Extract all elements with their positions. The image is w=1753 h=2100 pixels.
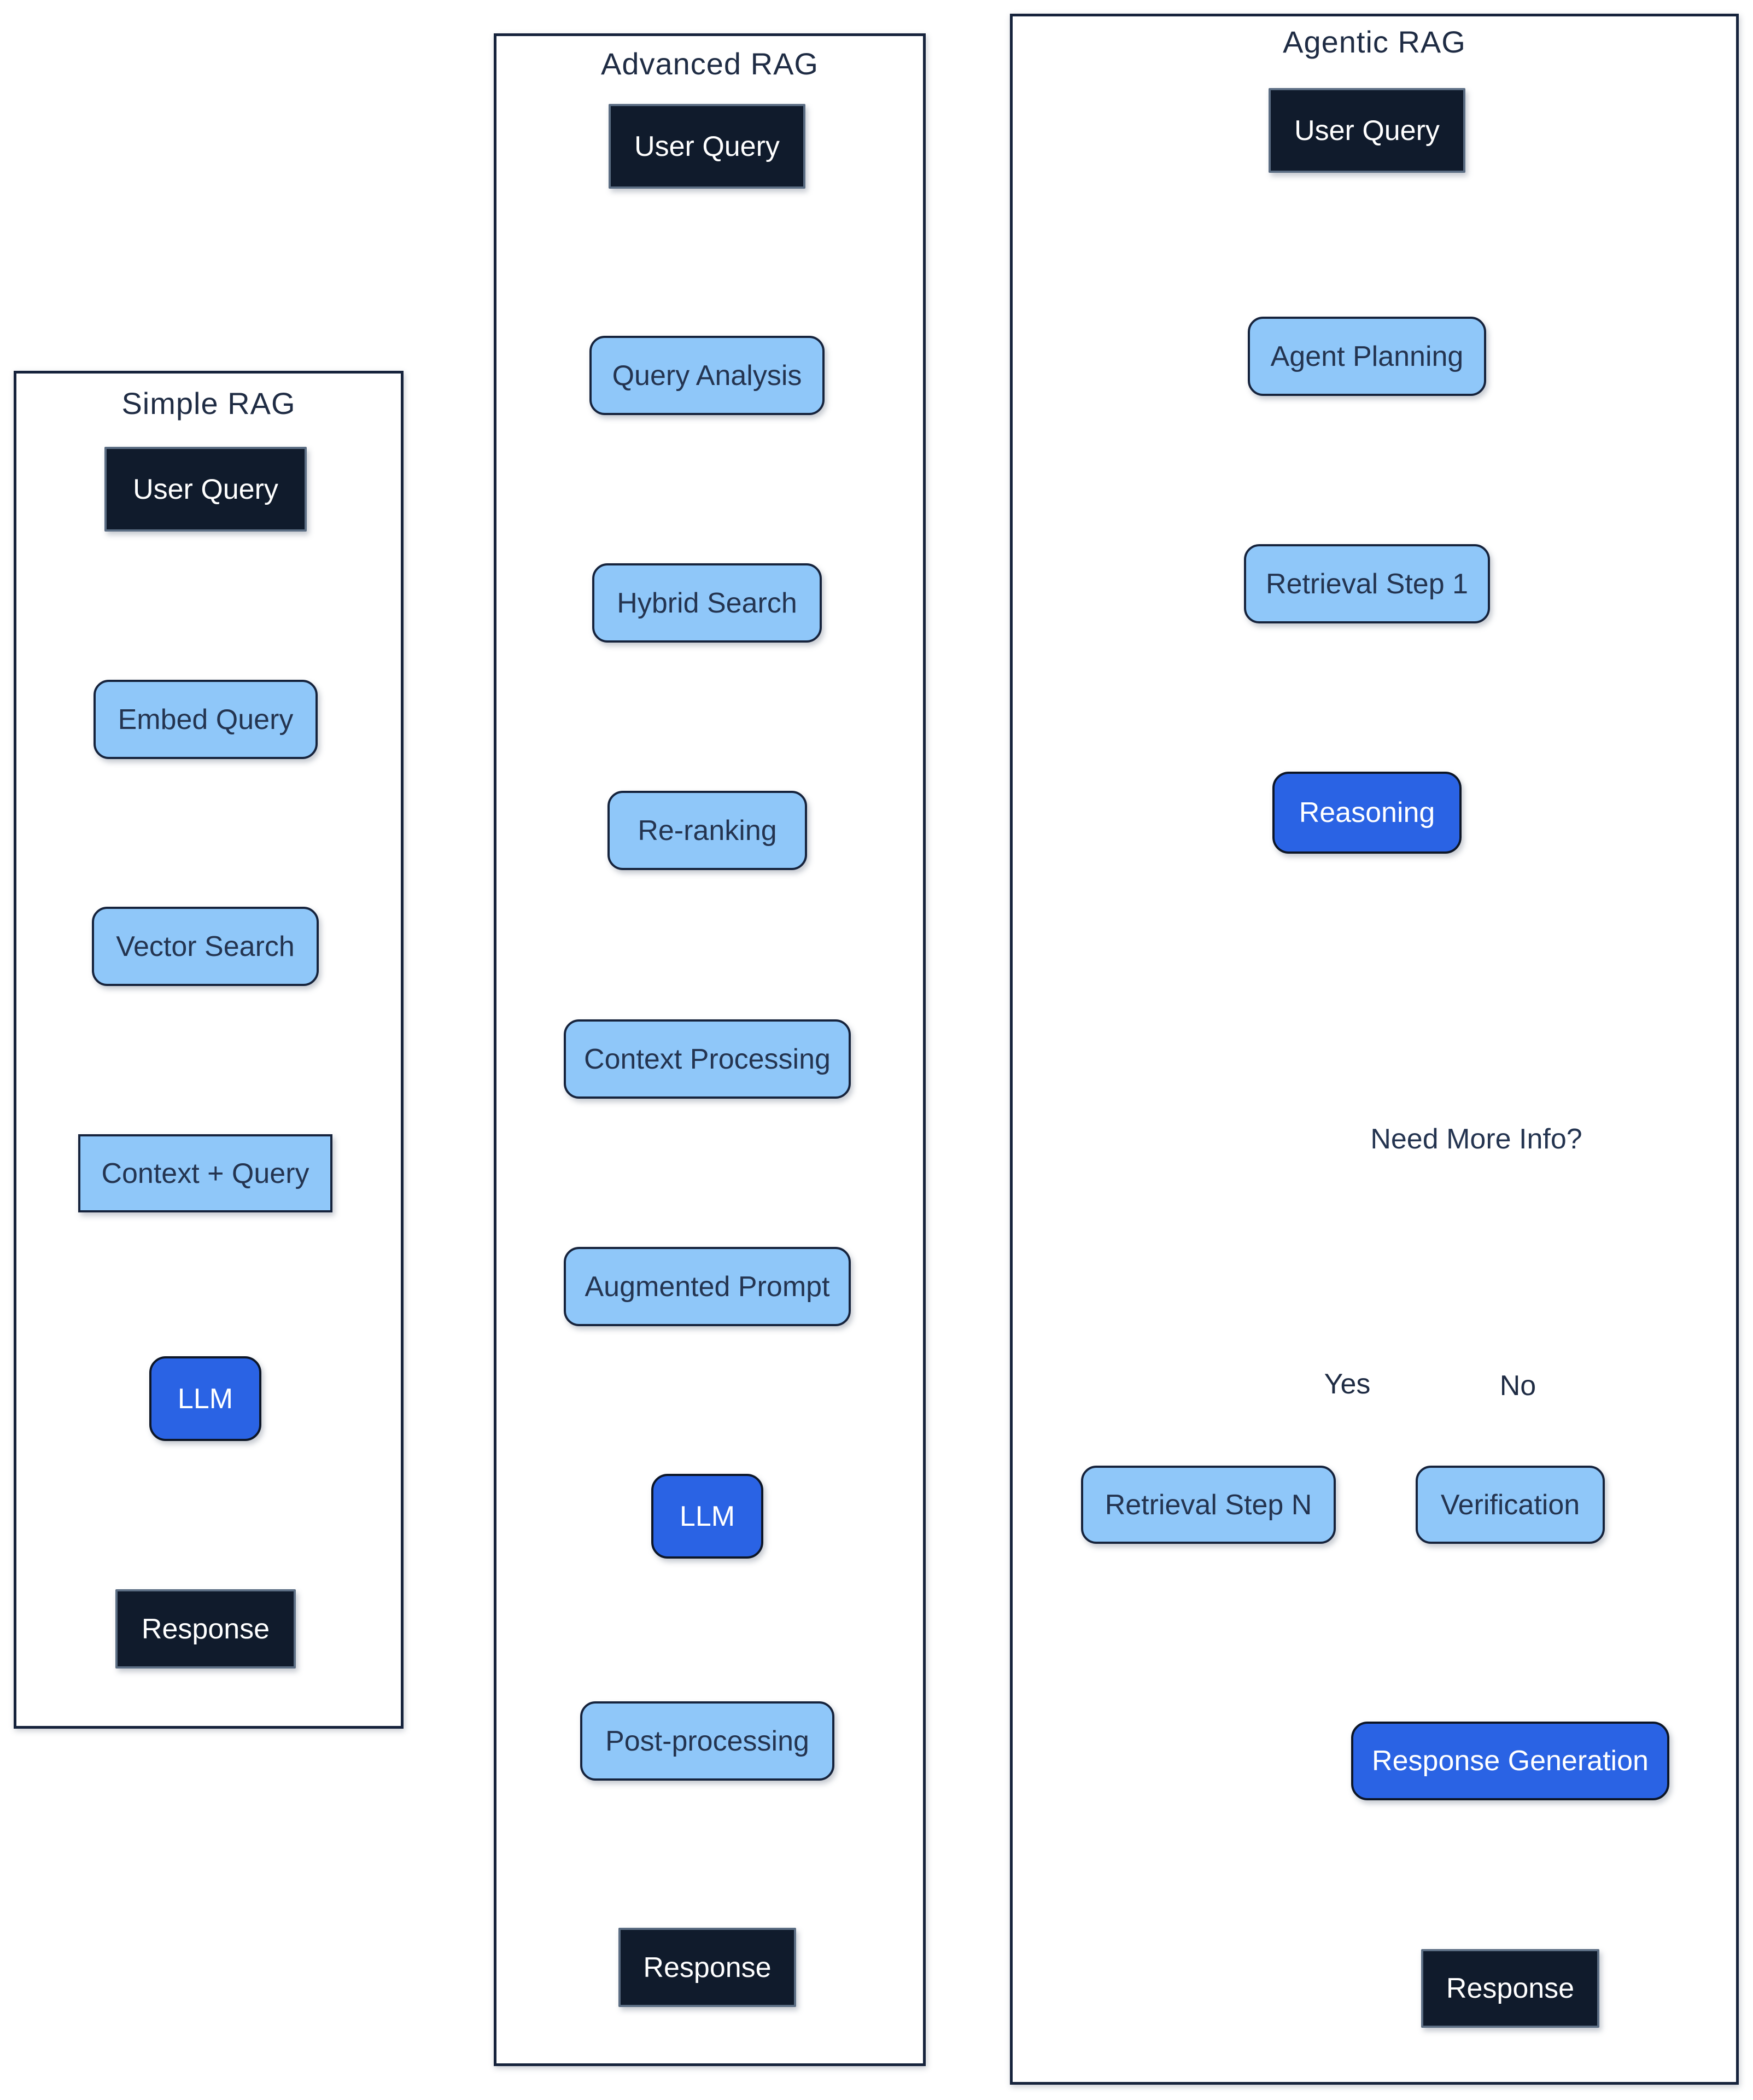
node-adv-augmented-prompt: Augmented Prompt bbox=[564, 1247, 851, 1326]
node-agentic-user-query: User Query bbox=[1269, 88, 1465, 173]
node-agentic-agent-planning: Agent Planning bbox=[1248, 317, 1486, 396]
panel-title-simple-rag: Simple RAG bbox=[121, 386, 296, 421]
node-simple-llm: LLM bbox=[149, 1356, 261, 1441]
node-simple-embed-query: Embed Query bbox=[94, 680, 318, 759]
node-adv-query-analysis: Query Analysis bbox=[589, 336, 825, 415]
node-agentic-response-generation: Response Generation bbox=[1351, 1722, 1669, 1800]
panel-simple-rag: Simple RAG bbox=[14, 371, 404, 1729]
branch-label-no: No bbox=[1483, 1366, 1553, 1405]
node-agentic-decision-label: Need More Info? bbox=[1370, 1123, 1582, 1155]
node-adv-context-processing: Context Processing bbox=[564, 1019, 851, 1099]
node-simple-context-query: Context + Query bbox=[78, 1134, 332, 1212]
node-simple-user-query: User Query bbox=[104, 447, 307, 532]
branch-label-yes: Yes bbox=[1310, 1364, 1385, 1404]
node-agentic-verification: Verification bbox=[1416, 1466, 1605, 1544]
node-agentic-response: Response bbox=[1421, 1949, 1599, 2028]
node-agentic-retrieval-step-1: Retrieval Step 1 bbox=[1244, 544, 1490, 623]
node-adv-post-processing: Post-processing bbox=[580, 1701, 834, 1781]
node-adv-response: Response bbox=[618, 1928, 796, 2007]
node-adv-re-ranking: Re-ranking bbox=[607, 791, 807, 870]
node-simple-vector-search: Vector Search bbox=[92, 907, 319, 986]
panel-title-agentic-rag: Agentic RAG bbox=[1283, 25, 1466, 59]
node-simple-response: Response bbox=[115, 1589, 296, 1669]
node-adv-hybrid-search: Hybrid Search bbox=[592, 563, 822, 643]
node-agentic-retrieval-step-n: Retrieval Step N bbox=[1081, 1466, 1336, 1544]
node-agentic-reasoning: Reasoning bbox=[1272, 772, 1462, 854]
node-adv-llm: LLM bbox=[651, 1474, 763, 1559]
panel-title-advanced-rag: Advanced RAG bbox=[601, 46, 819, 81]
node-adv-user-query: User Query bbox=[609, 104, 805, 189]
